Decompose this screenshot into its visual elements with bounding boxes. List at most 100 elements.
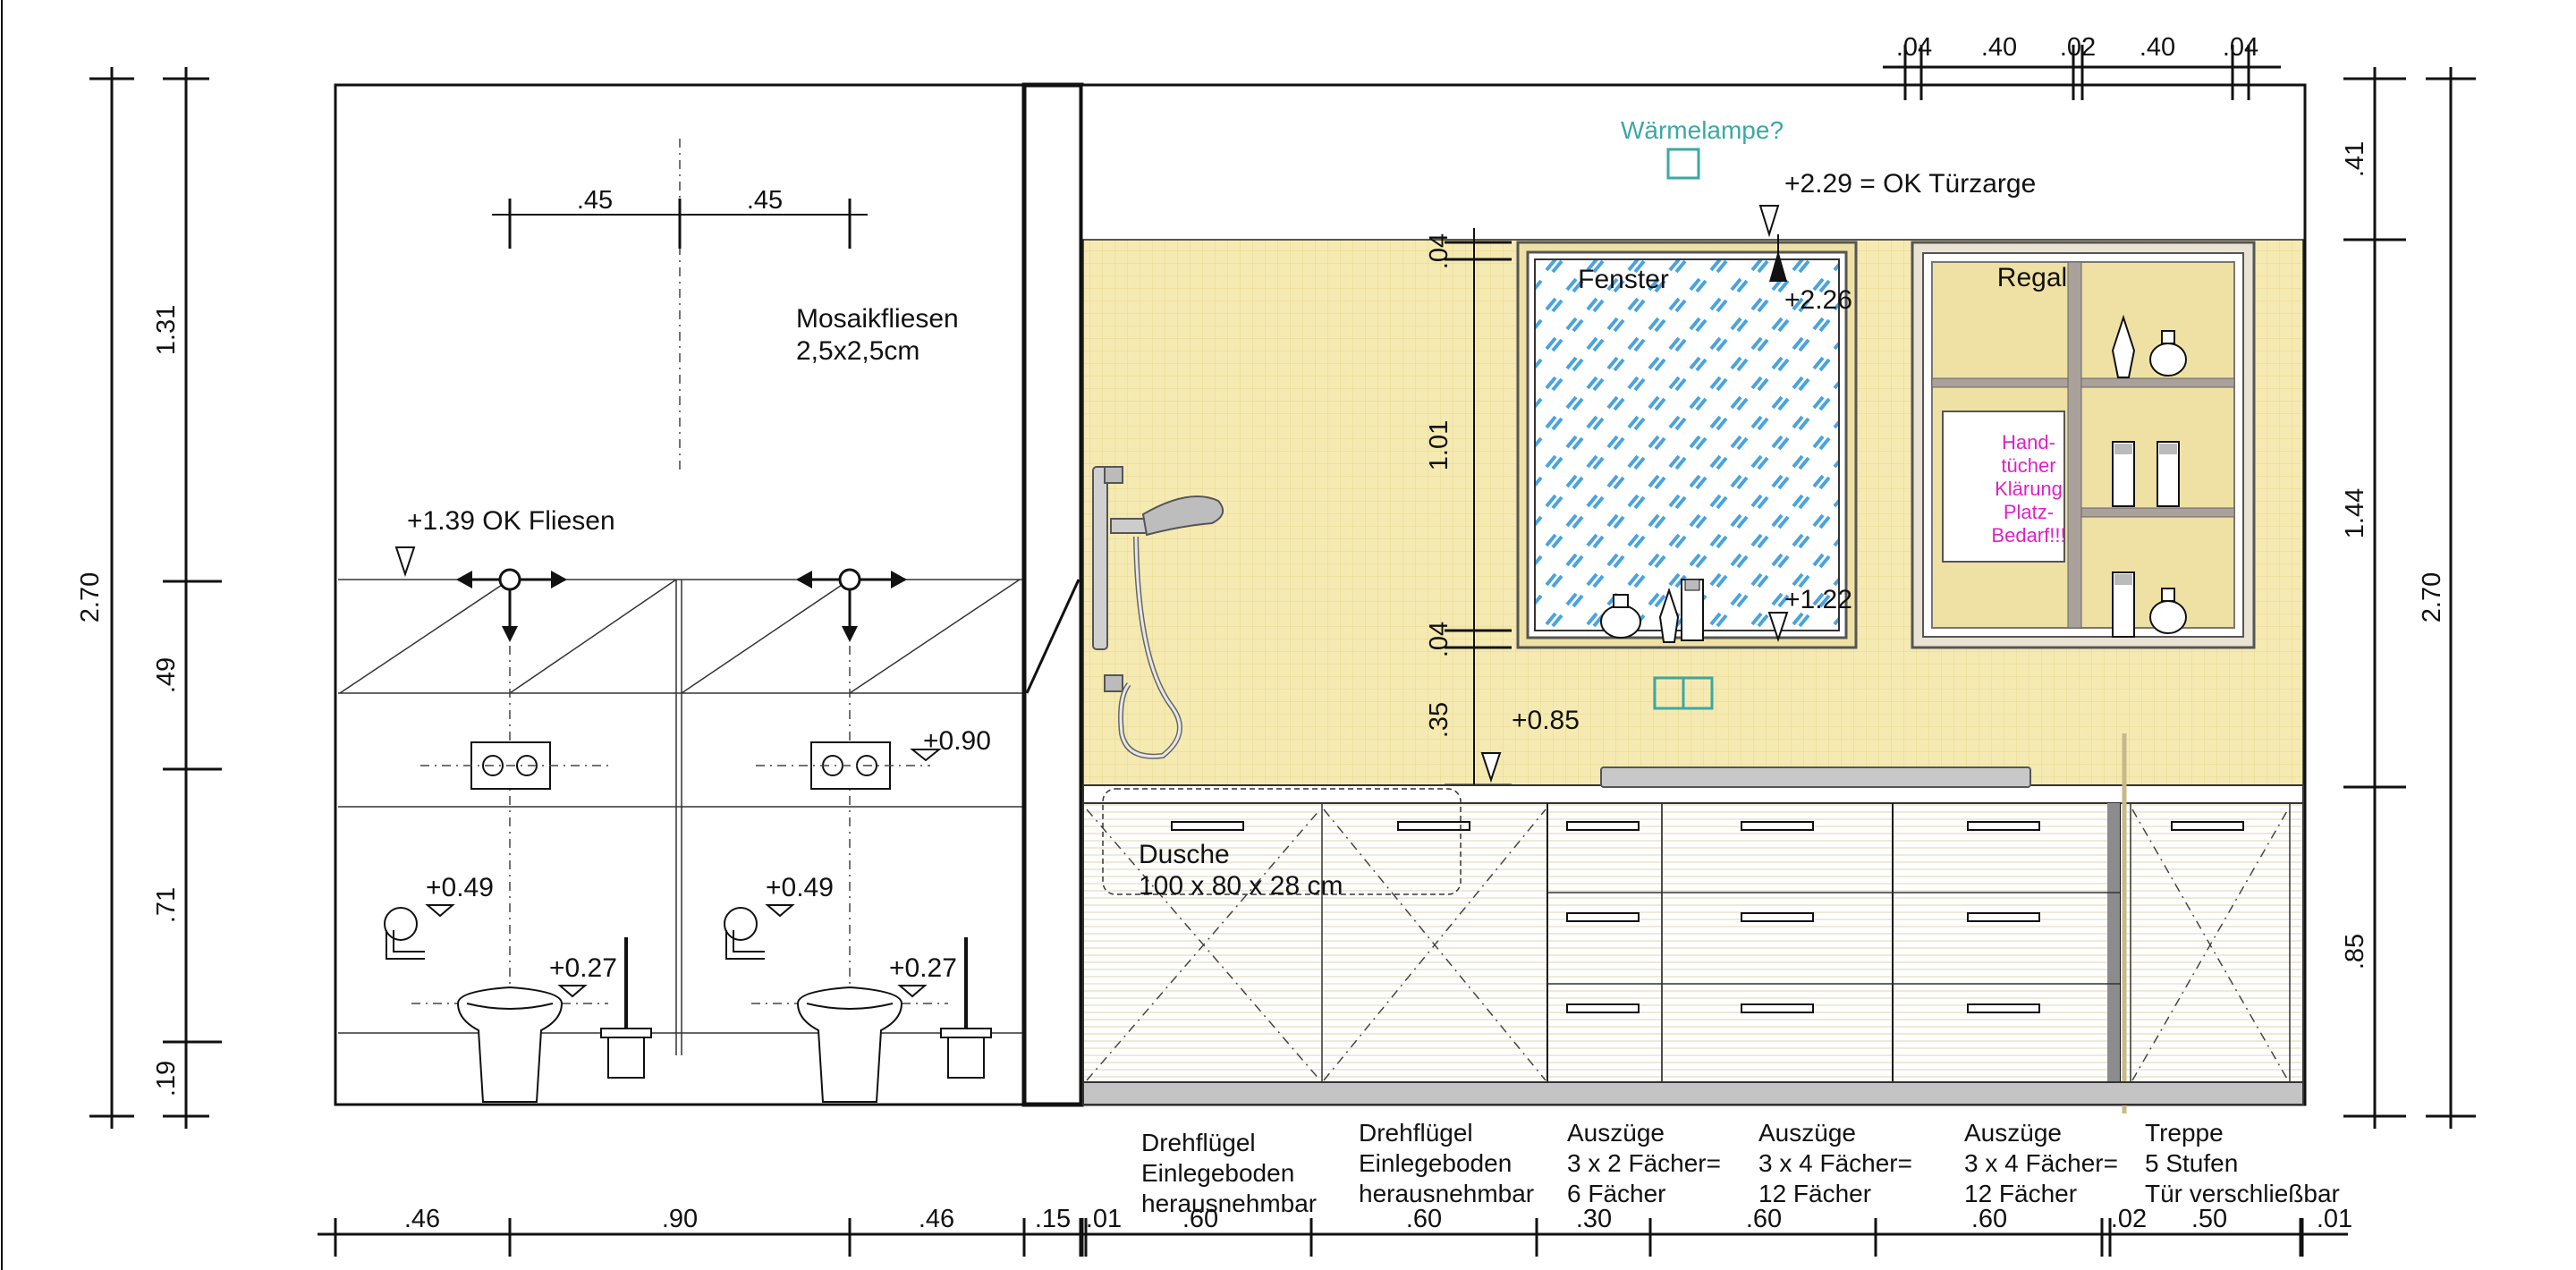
- right-dimension-chains: .41 1.44 .85 2.70: [2341, 67, 2476, 1129]
- dim-window-frame-bottom: .04: [1425, 622, 1453, 657]
- shelf-label: Regal: [1997, 263, 2067, 292]
- handle[interactable]: [1566, 1003, 1640, 1013]
- dim-top-3: .02: [2060, 33, 2096, 62]
- bathroom-wall-elevation: Wärmelampe? +2.29 = OK Türzarge Fenster …: [1080, 83, 2307, 1113]
- svg-text:5 Stufen: 5 Stufen: [2145, 1149, 2238, 1177]
- shower-head-icon: [1092, 466, 1224, 759]
- cabinet-note-3: Auszüge 3 x 2 Fächer= 6 Fächer: [1567, 1119, 1721, 1207]
- left-dimension-chains: 2.70 1.31 .49 .71 .19: [76, 67, 222, 1129]
- wc-2: +0.49 +0.27: [724, 568, 992, 1103]
- level-counter: +0.85: [1512, 706, 1580, 735]
- window: Fenster +2.26 +1.22: [1516, 234, 1858, 649]
- level-window-top: +2.26: [1784, 285, 1852, 315]
- handle[interactable]: [1397, 821, 1470, 831]
- svg-text:herausnehmbar: herausnehmbar: [1359, 1180, 1534, 1207]
- dim-right-seg-1: .41: [2341, 141, 2369, 177]
- handle[interactable]: [1741, 1003, 1814, 1013]
- dim-window-height: 1.01: [1425, 420, 1453, 470]
- mosaic-label: Mosaikfliesen: [796, 304, 959, 334]
- handle[interactable]: [1967, 912, 2040, 922]
- handle[interactable]: [2171, 821, 2244, 831]
- toilet-icon: [411, 986, 608, 1103]
- handle[interactable]: [1566, 912, 1640, 922]
- cabinet-note-5: Auszüge 3 x 4 Fächer= 12 Fächer: [1964, 1119, 2118, 1207]
- toilet-paper-holder-icon: [724, 907, 765, 960]
- dim-bottom-7: .60: [1406, 1205, 1442, 1233]
- handle[interactable]: [1741, 912, 1814, 922]
- dim-bottom-4: .15: [1035, 1205, 1071, 1233]
- dim-left-overall: 2.70: [76, 572, 105, 622]
- dim-left-seg-2: .49: [152, 657, 181, 693]
- dim-top-2: .40: [1981, 33, 2017, 62]
- toilet-brush-icon: [600, 937, 652, 1079]
- toilet-brush-icon: [940, 937, 992, 1079]
- shower-label: Dusche: [1139, 840, 1230, 869]
- svg-text:herausnehmbar: herausnehmbar: [1141, 1190, 1317, 1217]
- handle[interactable]: [1741, 821, 1814, 831]
- heat-lamp-icon: [1666, 148, 1700, 180]
- handle[interactable]: [1967, 1003, 2040, 1013]
- bottles-icon: [1600, 579, 1704, 643]
- wc1-seat-height: +0.27: [549, 953, 617, 983]
- svg-text:Auszüge: Auszüge: [1567, 1119, 1665, 1147]
- sink-icon: [1600, 766, 2031, 788]
- handle[interactable]: [1566, 821, 1640, 831]
- dim-bottom-9: .60: [1746, 1205, 1782, 1233]
- svg-text:Drehflügel: Drehflügel: [1359, 1119, 1473, 1147]
- handle[interactable]: [1967, 821, 2040, 831]
- dim-bottom-2: .90: [662, 1205, 698, 1233]
- svg-text:Treppe: Treppe: [2145, 1119, 2224, 1147]
- svg-text:Einlegeboden: Einlegeboden: [1359, 1149, 1512, 1177]
- toilet-paper-holder-icon: [384, 907, 425, 960]
- svg-text:Auszüge: Auszüge: [1964, 1119, 2062, 1147]
- level-ok-fliesen: +1.39 OK Fliesen: [407, 506, 615, 536]
- dim-top-4: .40: [2140, 33, 2175, 62]
- svg-text:Tür verschließbar: Tür verschließbar: [2145, 1180, 2340, 1207]
- bottles-icon: [2111, 314, 2187, 638]
- level-window-sill: +1.22: [1784, 585, 1852, 614]
- towel-note: Hand- tücher Klärung Platz- Bedarf!!!: [1991, 431, 2065, 546]
- svg-text:3 x 2 Fächer=: 3 x 2 Fächer=: [1567, 1149, 1721, 1177]
- dim-bottom-5: .01: [1086, 1205, 1122, 1233]
- svg-text:Hand-: Hand-: [2002, 431, 2055, 453]
- svg-text:Drehflügel: Drehflügel: [1141, 1129, 1256, 1156]
- wc-spacing-2: .45: [747, 186, 783, 215]
- svg-text:3 x 4 Fächer=: 3 x 4 Fächer=: [1964, 1149, 2118, 1177]
- dim-bottom-1: .46: [404, 1205, 440, 1233]
- mosaic-size-label: 2,5x2,5cm: [796, 336, 919, 366]
- handle[interactable]: [1171, 821, 1244, 831]
- dim-bottom-3: .46: [919, 1205, 954, 1233]
- shelf-unit: Regal Hand- tücher Klärung Platz- Bedarf…: [1911, 241, 2256, 649]
- wc-1: +0.90 +0.49 +0.27: [384, 568, 991, 1103]
- top-dimension-chain: .04 .40 .02 .40 .04: [1883, 33, 2281, 100]
- dim-right-overall: 2.70: [2418, 572, 2446, 622]
- dim-window-frame-top: .04: [1425, 233, 1453, 269]
- dim-bottom-6: .60: [1182, 1205, 1218, 1233]
- cabinet-note-2: Drehflügel Einlegeboden herausnehmbar: [1359, 1119, 1534, 1207]
- svg-text:Einlegeboden: Einlegeboden: [1141, 1159, 1294, 1187]
- svg-text:3 x 4 Fächer=: 3 x 4 Fächer=: [1758, 1149, 1912, 1177]
- svg-text:Auszüge: Auszüge: [1758, 1119, 1856, 1147]
- dim-left-seg-1: 1.31: [152, 305, 181, 355]
- wc2-paper-height: +0.49: [766, 873, 834, 902]
- cabinet-note-4: Auszüge 3 x 4 Fächer= 12 Fächer: [1758, 1119, 1912, 1207]
- svg-text:Klärung: Klärung: [1995, 478, 2063, 500]
- partition-wall: [1021, 82, 1084, 1107]
- dim-top-1: .04: [1896, 33, 1932, 62]
- wc1-paper-height: +0.49: [426, 873, 494, 902]
- dim-left-seg-3: .71: [152, 887, 181, 923]
- svg-text:Platz-: Platz-: [2004, 501, 2054, 523]
- shower-size-label: 100 x 80 x 28 cm: [1139, 871, 1343, 901]
- dim-bottom-13: .01: [2317, 1205, 2352, 1233]
- level-marker-icon: [394, 546, 416, 578]
- wc1-flush-height: +0.90: [923, 726, 991, 756]
- towel-box: [1942, 411, 2065, 563]
- toilet-icon: [751, 986, 948, 1103]
- svg-text:tücher: tücher: [2001, 454, 2055, 477]
- window-dim-chain: .04 1.01 .04 .35: [1425, 228, 1512, 787]
- dim-top-5: .04: [2223, 33, 2258, 62]
- svg-text:6 Fächer: 6 Fächer: [1567, 1180, 1666, 1207]
- dim-bottom-11: .02: [2111, 1205, 2147, 1233]
- cabinet-notes: Drehflügel Einlegeboden herausnehmbar Dr…: [1141, 1119, 2340, 1217]
